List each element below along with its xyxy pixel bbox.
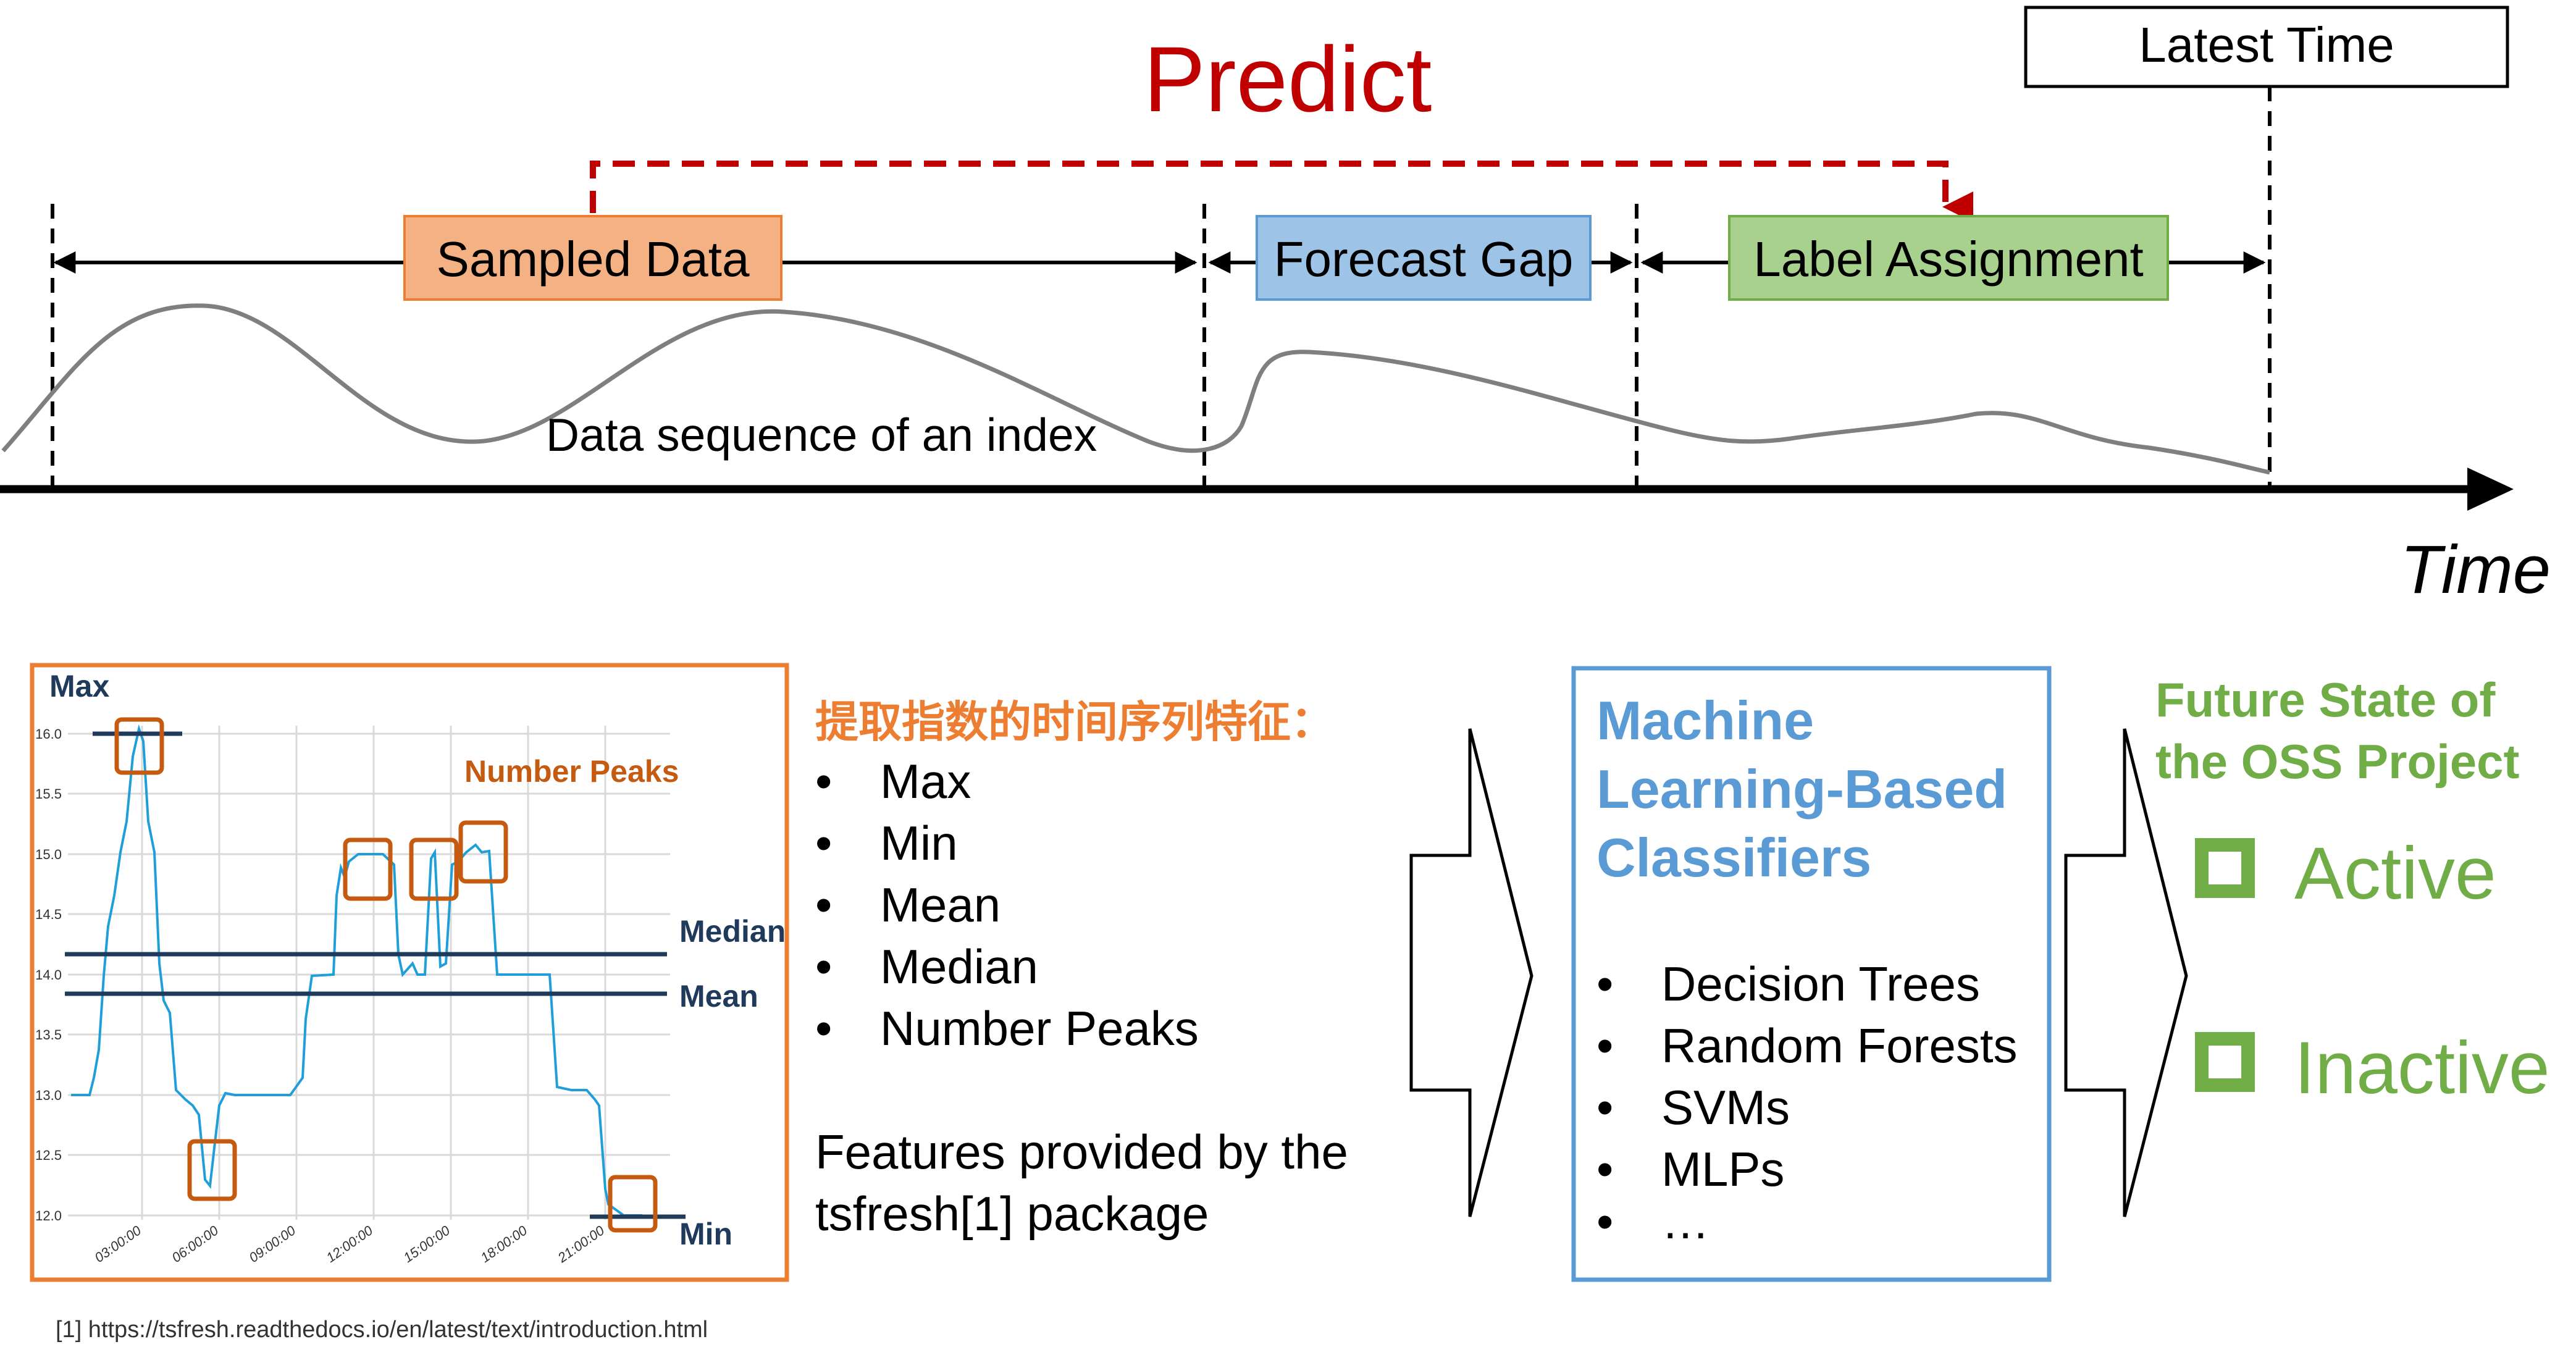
feature-item: Min xyxy=(880,816,958,870)
median-label: Median xyxy=(679,914,786,949)
min-marker xyxy=(608,1175,658,1233)
peak-marker xyxy=(343,837,393,901)
feature-chart-labels: Max Number Peaks Median Mean Min xyxy=(49,669,786,1251)
y-tick-label: 12.5 xyxy=(35,1148,62,1163)
inactive-checkbox-icon xyxy=(2195,1032,2255,1092)
y-tick-label: 13.5 xyxy=(35,1027,62,1043)
forecast-gap-label: Forecast Gap xyxy=(1274,232,1574,287)
y-tick-label: 15.5 xyxy=(35,786,62,802)
active-checkbox-icon xyxy=(2195,838,2255,898)
time-axis-arrowhead xyxy=(2467,468,2514,511)
future-state-title-line1: Future State of xyxy=(2155,673,2496,727)
features-heading: 提取指数的时间序列特征： xyxy=(815,697,1334,747)
features-note-line2: tsfresh[1] package xyxy=(815,1186,1209,1241)
y-tick-label: 14.5 xyxy=(35,907,62,922)
data-sequence-label: Data sequence of an index xyxy=(546,409,1097,461)
max-marker xyxy=(114,717,164,775)
max-label: Max xyxy=(49,669,109,703)
features-bullet: • xyxy=(815,1001,832,1055)
flow-arrow-2 xyxy=(2064,728,2188,1217)
feature-item: Median xyxy=(880,939,1038,994)
predict-arrow xyxy=(590,161,1973,222)
classifier-bullet: • xyxy=(1596,1142,1613,1196)
feature-chart: 16.0 15.5 15.0 14.5 14.0 13.5 13.0 12.5 … xyxy=(30,663,789,1282)
data-sequence-curve xyxy=(1,303,2270,475)
time-axis-label: Time xyxy=(2401,532,2551,608)
features-section: 提取指数的时间序列特征： • Max • Min • Mean • Median… xyxy=(815,697,1348,1241)
classifiers-title-line1: Machine xyxy=(1596,690,1814,751)
classifier-bullet: • xyxy=(1596,1194,1613,1249)
sampled-data-box: Sampled Data xyxy=(403,215,782,301)
classifier-item: Decision Trees xyxy=(1661,957,1980,1011)
y-tick-label: 15.0 xyxy=(35,847,62,862)
classifier-item: … xyxy=(1661,1194,1710,1249)
classifier-bullet: • xyxy=(1596,1080,1613,1135)
feature-chart-reference-lines xyxy=(65,731,686,1219)
features-note-line1: Features provided by the xyxy=(815,1125,1348,1179)
features-bullet: • xyxy=(815,816,832,870)
classifier-bullet: • xyxy=(1596,1018,1613,1073)
features-list: • Max • Min • Mean • Median • Number Pea… xyxy=(815,754,1199,1055)
period-boundaries xyxy=(51,86,2272,488)
y-tick-label: 13.0 xyxy=(35,1088,62,1103)
feature-chart-y-ticks: 16.0 15.5 15.0 14.5 14.0 13.5 13.0 12.5 … xyxy=(35,726,62,1223)
classifier-bullet: • xyxy=(1596,957,1613,1011)
feature-chart-markers xyxy=(114,717,658,1233)
classifiers-title-line3: Classifiers xyxy=(1596,827,1871,888)
peak-marker xyxy=(409,837,459,901)
footnote: [1] https://tsfresh.readthedocs.io/en/la… xyxy=(56,1317,708,1343)
classifiers-title-line2: Learning-Based xyxy=(1596,758,2007,820)
forecast-gap-box: Forecast Gap xyxy=(1256,215,1592,301)
classifier-item: MLPs xyxy=(1661,1142,1784,1196)
flow-arrow-1 xyxy=(1409,728,1533,1217)
future-state-title-line2: the OSS Project xyxy=(2155,734,2520,789)
latest-time-box: Latest Time xyxy=(2024,6,2509,88)
min-label: Min xyxy=(679,1217,732,1251)
min-marker xyxy=(187,1139,237,1201)
feature-chart-series-line xyxy=(71,724,642,1217)
classifier-item: SVMs xyxy=(1661,1080,1790,1135)
label-assignment-box: Label Assignment xyxy=(1728,215,2169,301)
y-tick-label: 14.0 xyxy=(35,967,62,983)
inactive-option-label: Inactive xyxy=(2294,1026,2550,1109)
latest-time-label: Latest Time xyxy=(2139,17,2394,72)
features-bullet: • xyxy=(815,939,832,994)
classifier-item: Random Forests xyxy=(1661,1018,2018,1073)
label-assignment-label: Label Assignment xyxy=(1753,232,2144,287)
timeline: Latest Time Predict Sampled Data Forecas xyxy=(0,6,2551,608)
features-bullet: • xyxy=(815,754,832,808)
mean-label: Mean xyxy=(679,979,758,1013)
predict-label: Predict xyxy=(1144,27,1432,131)
future-state-section: Future State of the OSS Project Active I… xyxy=(2155,673,2550,1109)
active-option-label: Active xyxy=(2294,832,2496,915)
features-bullet: • xyxy=(815,878,832,932)
feature-item: Mean xyxy=(880,878,1001,932)
y-tick-label: 12.0 xyxy=(35,1208,62,1223)
sampled-data-label: Sampled Data xyxy=(437,232,750,287)
feature-chart-border xyxy=(30,663,789,1282)
number-peaks-label: Number Peaks xyxy=(464,754,679,789)
classifiers-box: Machine Learning-Based Classifiers • Dec… xyxy=(1571,666,2052,1282)
classifiers-list: • Decision Trees • Random Forests • SVMs… xyxy=(1596,957,2018,1249)
y-tick-label: 16.0 xyxy=(35,726,62,742)
feature-item: Max xyxy=(880,754,971,808)
peak-marker xyxy=(458,820,508,884)
feature-item: Number Peaks xyxy=(880,1001,1199,1055)
feature-chart-grid xyxy=(68,726,670,1220)
